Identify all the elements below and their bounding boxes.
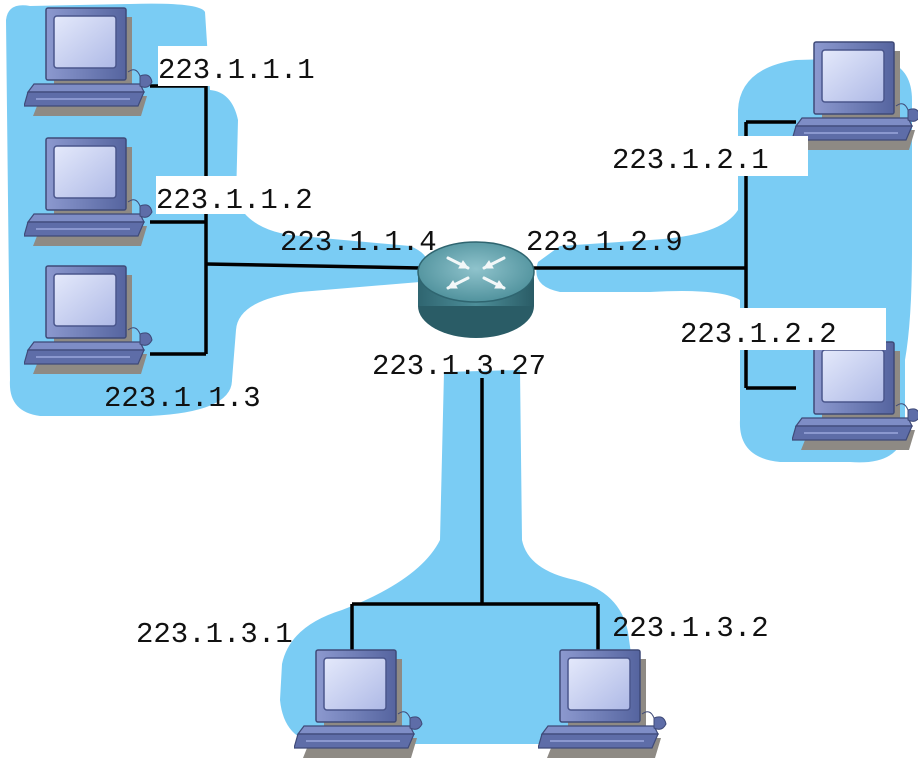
ip-label-223-1-2-2: 223.1.2.2 bbox=[680, 318, 837, 351]
ip-label-223-1-1-1: 223.1.1.1 bbox=[158, 54, 315, 87]
ip-label-223-1-2-1: 223.1.2.1 bbox=[612, 144, 769, 177]
router-interface-bottom-label: 223.1.3.27 bbox=[372, 350, 546, 383]
ip-label-223-1-3-2: 223.1.3.2 bbox=[612, 612, 769, 645]
wires bbox=[150, 84, 796, 652]
router-interface-right-label: 223.1.2.9 bbox=[526, 226, 683, 259]
router-icon bbox=[417, 241, 535, 338]
ip-label-223-1-1-2: 223.1.1.2 bbox=[156, 184, 313, 217]
ip-label-223-1-1-3: 223.1.1.3 bbox=[104, 382, 261, 415]
ip-label-223-1-3-1: 223.1.3.1 bbox=[136, 618, 293, 651]
labels: 223.1.1.1 223.1.1.2 223.1.1.3 223.1.1.4 … bbox=[104, 46, 886, 651]
router-interface-left-label: 223.1.1.4 bbox=[280, 226, 437, 259]
